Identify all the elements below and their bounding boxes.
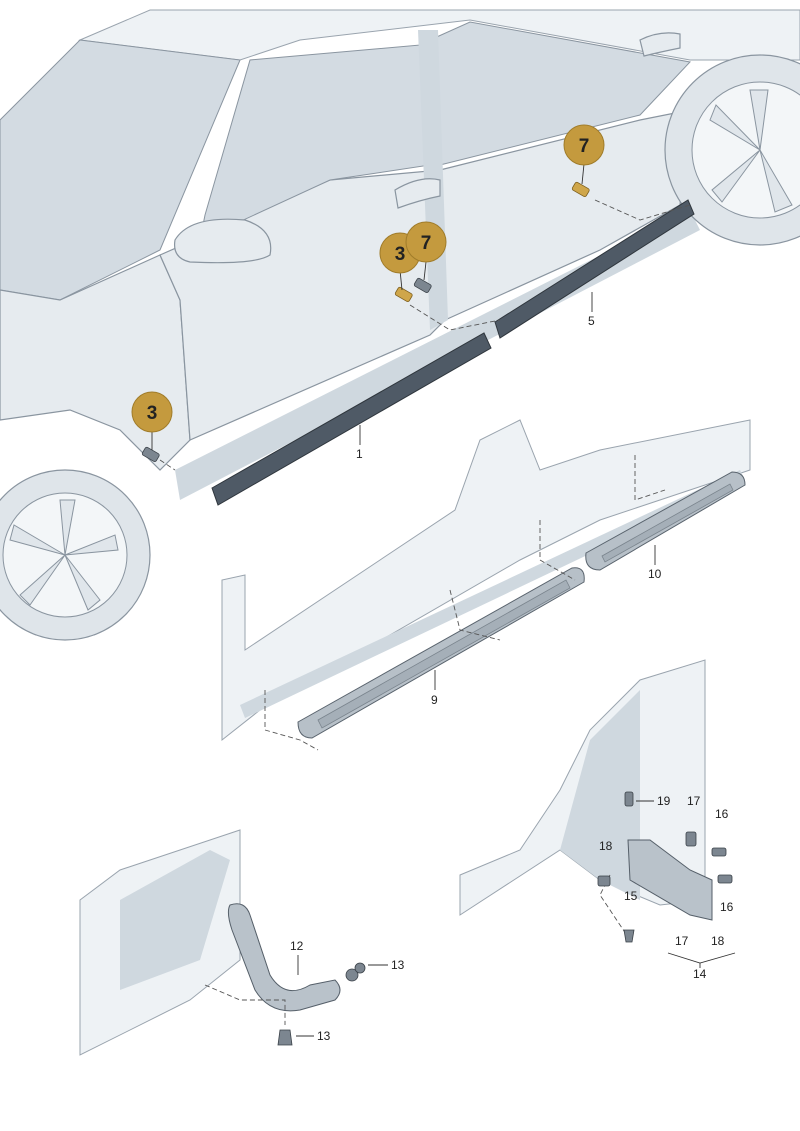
sill-mount-line-3 [539, 520, 576, 581]
screw-door-grey [413, 277, 432, 293]
rear-door-handle [639, 32, 681, 57]
car-side-view: 3 3 7 7 1 5 [0, 9, 800, 641]
screw-front-fender [141, 446, 160, 462]
rear-wheel-spokes [709, 89, 793, 213]
label-part-12: 12 [290, 939, 304, 953]
label-part-5: 5 [588, 314, 595, 328]
label-part-14: 14 [693, 967, 707, 981]
label-part-10: 10 [648, 567, 662, 581]
sill-body-side [221, 419, 751, 742]
leader-part-14 [667, 952, 736, 964]
screw-door-gold [394, 286, 413, 302]
badge-leader-3 [423, 261, 427, 281]
label-part-16-upper: 16 [715, 807, 729, 821]
rear-mudflap-mount-line [599, 874, 631, 941]
door-trim-front [211, 332, 492, 506]
rear-screw-19 [624, 791, 634, 807]
badge-rear-door-screw-label: 7 [579, 136, 590, 157]
mount-line-2 [409, 304, 501, 331]
badge-door-screw-b-label: 7 [421, 233, 432, 254]
rear-clip-15 [623, 929, 635, 943]
label-part-17-upper: 17 [687, 794, 701, 808]
sill-strip-front-inner [317, 579, 571, 729]
front-wheel-spokes [9, 499, 119, 611]
mount-line-3 [594, 199, 691, 221]
front-arch-liner [227, 903, 341, 1012]
side-mirror [173, 218, 272, 264]
rear-mudflap-view: 19 17 16 18 15 16 17 18 14 [459, 659, 736, 981]
label-part-19: 19 [657, 794, 671, 808]
front-arch-clip-upper [345, 962, 366, 982]
front-arch-clip-lower [277, 1029, 293, 1046]
label-part-17-lower: 17 [675, 934, 689, 948]
badge-leader-4 [581, 163, 585, 185]
sill-panel-view: 9 10 [221, 419, 751, 751]
sill-mount-line-1 [264, 690, 319, 751]
front-arch-mount-line [204, 984, 286, 1025]
screw-rear-gold [571, 181, 590, 197]
badge-front-fender-screw-label: 3 [147, 403, 158, 424]
front-arch-shade [120, 850, 230, 990]
door-trim-rear [494, 199, 695, 339]
front-arch-view: 12 13 13 [79, 829, 405, 1056]
rear-mudflap-bracket [627, 839, 713, 921]
badge-front-fender-screw: 3 [131, 391, 173, 433]
label-part-18-upper: 18 [599, 839, 613, 853]
sill-mount-line-4 [634, 455, 666, 501]
label-part-13-lower: 13 [317, 1029, 331, 1043]
label-part-13-upper: 13 [391, 958, 405, 972]
front-door-handle [394, 178, 441, 209]
badge-rear-door-screw: 7 [563, 124, 605, 166]
sill-mount-line-2 [449, 589, 501, 641]
badge-door-screw-a-label: 3 [395, 244, 406, 265]
rear-arch-shade [560, 690, 640, 900]
rear-clip-17 [685, 831, 697, 847]
sill-lower-shade [240, 470, 745, 718]
label-part-1: 1 [356, 447, 363, 461]
label-part-18-lower: 18 [711, 934, 725, 948]
badge-door-screw-b: 7 [405, 221, 447, 263]
label-part-15: 15 [624, 889, 638, 903]
mount-line-1 [159, 459, 176, 471]
rear-screw-16-upper [711, 847, 727, 857]
sill-strip-rear-inner [601, 483, 734, 563]
label-part-9: 9 [431, 693, 438, 707]
label-part-16-lower: 16 [720, 900, 734, 914]
rear-screw-16-lower [717, 874, 733, 884]
rear-nut-18 [597, 875, 611, 887]
